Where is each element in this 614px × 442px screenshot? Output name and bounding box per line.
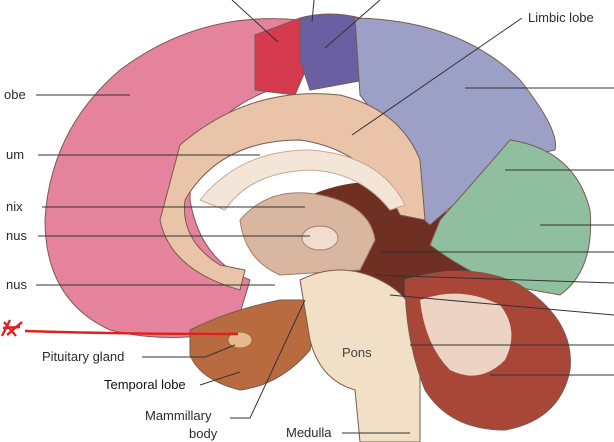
limbic-lobe-region — [159, 93, 426, 291]
label-medulla: Medulla — [286, 425, 332, 440]
label-hypothalamus-partial: nus — [6, 277, 27, 292]
label-limbic-lobe: Limbic lobe — [528, 10, 594, 25]
red-region — [254, 17, 311, 96]
leader-lines — [36, 0, 614, 434]
pituitary-gland-shape — [227, 331, 253, 349]
temporal-lobe-region — [189, 299, 321, 391]
cerebellum-white-matter — [420, 293, 512, 376]
purple-region — [299, 13, 366, 91]
label-frontal-lobe-partial: obe — [4, 87, 26, 102]
red-annotation-mark — [0, 319, 239, 337]
label-pons: Pons — [342, 345, 372, 360]
label-temporal-lobe: Temporal lobe — [104, 377, 186, 392]
label-mammillary-body-line2: body — [189, 426, 218, 441]
label-callosum-partial: um — [6, 147, 25, 162]
label-mammillary-body-line1: Mammillary — [145, 408, 212, 423]
corpus-callosum — [199, 149, 406, 211]
label-thalamus-partial: nus — [6, 228, 27, 243]
thalamus-nucleus — [301, 225, 339, 251]
label-fornix-partial: nix — [6, 199, 23, 214]
label-pituitary-gland: Pituitary gland — [42, 349, 125, 364]
